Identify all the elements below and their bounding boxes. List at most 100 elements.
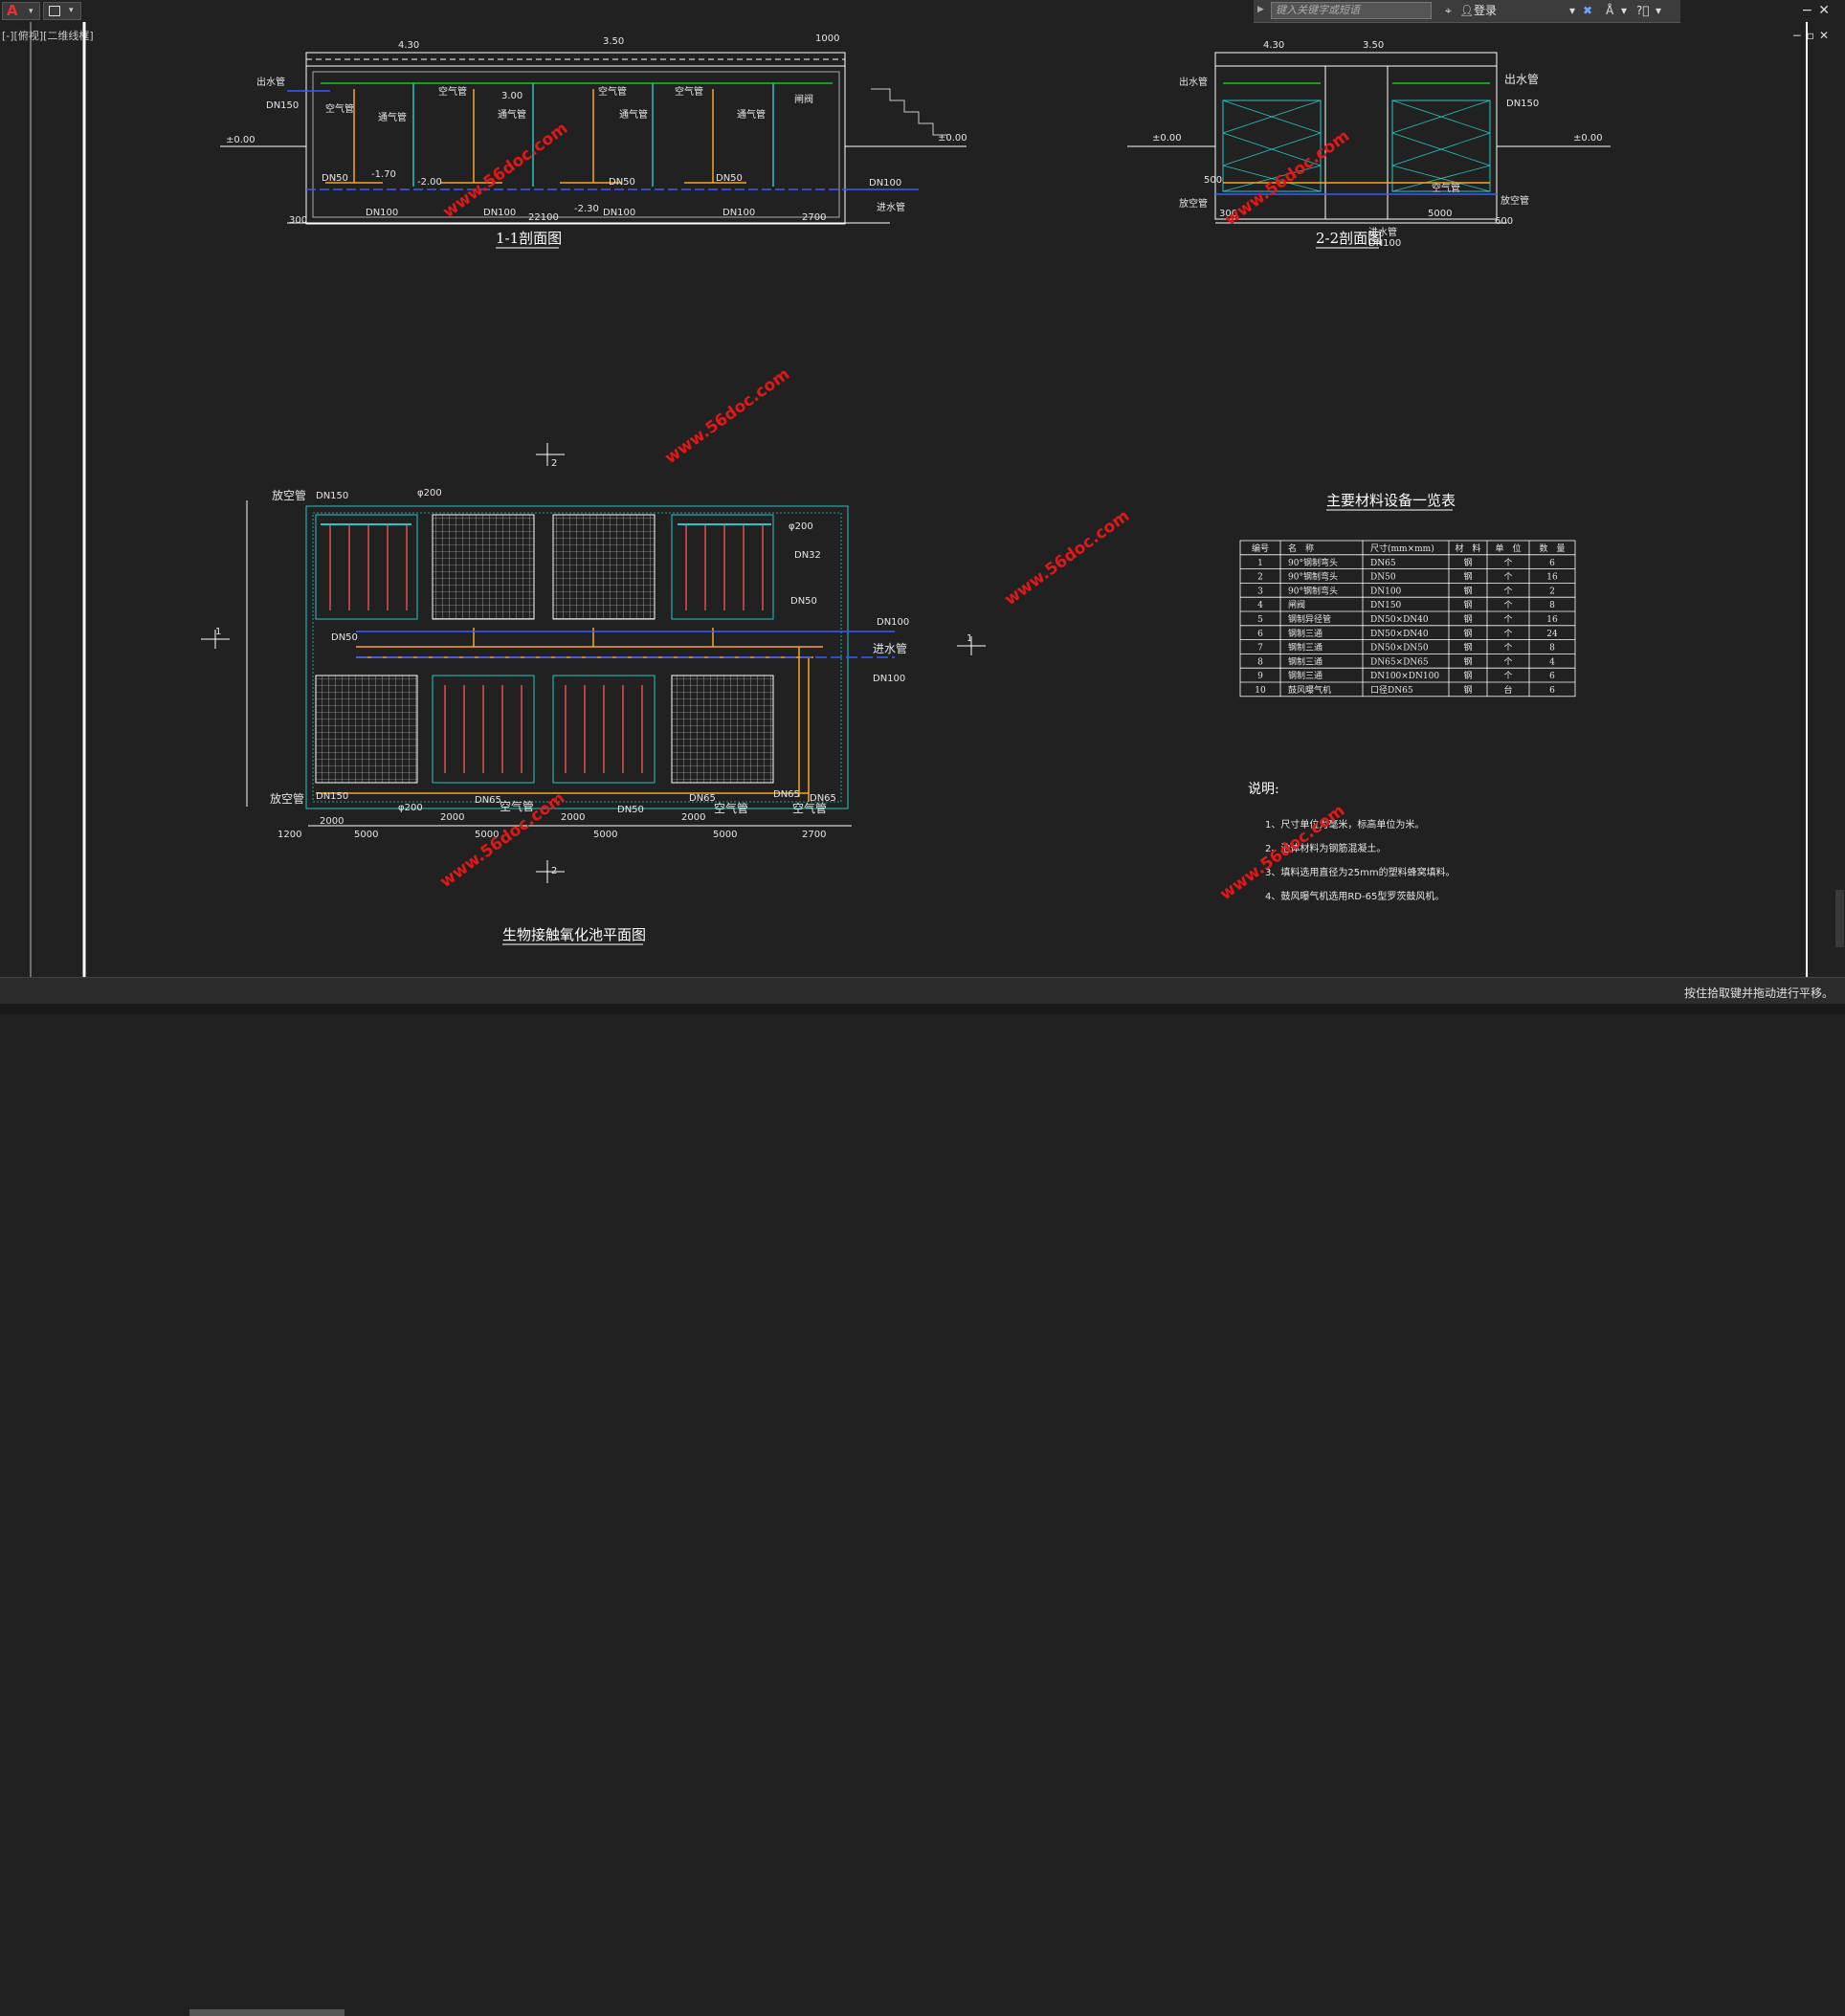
label-dn32: DN32 [794,550,821,561]
note-line: 4、鼓风曝气机选用RD-65型罗茨鼓风机。 [1265,890,1444,902]
horizontal-scrollbar[interactable] [189,2009,345,2016]
label-dn100-p2: DN100 [873,674,905,684]
label-dn50-p1: DN50 [790,596,817,607]
label-vent-pipe-2b: 放空管 [1500,194,1529,207]
table-cell: 个 [1503,656,1512,667]
viewport-label[interactable]: [-][俯视][二维线框] [2,30,94,42]
help-icon[interactable]: ?⃝ [1636,4,1650,17]
chevron-down-icon[interactable]: ▾ [1656,4,1662,17]
table-cell: 钢 [1463,670,1472,681]
table-cell: 钢制三通 [1288,642,1323,654]
table-cell: DN100×DN100 [1370,672,1439,681]
label-air-2-2: 空气管 [1432,182,1460,194]
label-inlet-1: 进水管 [877,201,905,213]
table-cell: 钢 [1463,599,1472,610]
chevron-down-icon: ▾ [69,6,74,15]
title-bar: A ▾ ▾ ▶ 键入关键字或短语 ⌖ 👤︎ 登录 ▾ ✖ Å ▾ ?⃝ ▾ −✕ [0,0,1845,23]
label-vent-pipe-3b: 放空管 [270,791,304,806]
table-cell: 4 [1549,657,1555,667]
level-zero-1b: ±0.00 [938,133,967,144]
section-mark-1b: 1 [967,633,972,644]
label-dn50-p2: DN50 [331,632,358,643]
note-line: 2、池体材料为钢筋混凝土。 [1265,842,1386,854]
label-air-p2: 空气管 [714,801,748,815]
level-zero-2a: ±0.00 [1152,133,1182,144]
label-dn50-p3: DN50 [617,805,644,815]
dim-2000-d: 2000 [681,812,705,823]
level-m170: -1.70 [371,169,396,180]
table-cell: 钢制三通 [1288,628,1323,639]
level-m200: -2.00 [417,177,442,188]
application-menu-button[interactable]: A ▾ [2,2,40,20]
section-1-1 [220,52,967,225]
exchange-icon[interactable]: ✖ [1583,4,1593,17]
label-dn100-5: DN100 [722,208,755,218]
label-dn150-3b: DN150 [316,791,348,802]
watermark-text: www.56doc.com [661,365,793,468]
label-air-4: 空气管 [675,85,703,98]
table-cell: 4 [1257,601,1263,610]
label-air-p3: 空气管 [792,801,827,815]
table-cell: 24 [1546,630,1558,639]
table-cell: 6 [1549,672,1555,681]
dim-1200: 1200 [278,830,301,840]
dim-5000-c: 5000 [593,830,617,840]
table-header-cell: 尺寸(mm×mm) [1370,543,1434,554]
label-dn50-2: DN50 [609,177,635,188]
login-button[interactable]: 登录 [1474,4,1498,17]
drawing-canvas[interactable]: 出水管 DN150 空气管 空气管 空气管 空气管 通气管 通气管 通气管 通气… [0,22,1845,977]
table-cell: 口径DN65 [1370,684,1413,696]
binoculars-icon[interactable]: ⌖ [1445,4,1452,17]
table-cell: 钢 [1463,628,1472,639]
table-cell: 9 [1257,672,1263,681]
table-cell: 个 [1503,558,1512,568]
table-cell: 台 [1503,684,1512,696]
table-cell: 8 [1549,644,1555,654]
section-mark-1a: 1 [215,627,221,637]
section-1-title: 1-1剖面图 [496,230,562,247]
label-dn100-2-2: DN100 [1368,238,1401,249]
label-dn150-3a: DN150 [316,491,348,501]
table-cell: 闸阀 [1288,600,1305,610]
section-mark-2a: 2 [551,458,557,469]
table-header-cell: 名 称 [1288,543,1314,554]
expand-arrow-icon[interactable]: ▶ [1257,5,1264,14]
user-icon[interactable]: 👤︎ [1459,4,1475,17]
section-2-2 [1127,52,1611,224]
table-header-cell: 编号 [1252,543,1269,554]
chevron-down-icon[interactable]: ▾ [1621,4,1628,17]
table-cell: 钢制异径管 [1288,613,1331,625]
table-cell: DN65 [1370,559,1396,568]
table-cell: 6 [1549,686,1555,696]
table-cell: DN50×DN40 [1370,615,1429,625]
table-cell: 10 [1255,686,1266,696]
label-air-2: 空气管 [438,85,467,98]
label-vent-pipe-3a: 放空管 [272,488,306,502]
table-cell: 3 [1257,587,1263,596]
window-controls[interactable]: −✕ [1801,3,1835,18]
table-cell: 个 [1503,600,1512,610]
table-cell: 7 [1257,644,1263,654]
search-input[interactable]: 键入关键字或短语 [1271,2,1432,19]
table-cell: 个 [1503,629,1512,639]
dim-300-1: 300 [289,215,307,226]
dim-2000-b: 2000 [440,812,464,823]
level-zero-1a: ±0.00 [226,135,256,145]
label-dn100-3: DN100 [483,208,516,218]
note-line: 3、填料选用直径为25mm的塑料蜂窝填料。 [1265,866,1456,878]
table-cell: 钢 [1463,642,1472,654]
label-phi200-c: φ200 [398,803,423,813]
drawing-window-controls[interactable]: −▫✕ [1791,29,1834,42]
table-cell: 钢 [1463,684,1472,696]
table-cell: DN100 [1370,587,1402,596]
status-message: 按住拾取键并拖动进行平移。 [1683,986,1834,1000]
app-store-icon[interactable]: Å [1606,4,1614,17]
label-vent-4: 通气管 [737,108,766,121]
table-cell: 个 [1503,586,1512,596]
chevron-down-icon[interactable]: ▾ [1569,4,1576,17]
note-line: 1、尺寸单位为毫米，标高单位为米。 [1265,818,1424,831]
table-header-cell: 单 位 [1495,543,1521,554]
vertical-scrollbar[interactable] [1835,890,1844,947]
watermark-text: www.56doc.com [1001,506,1133,609]
quick-access-button[interactable]: ▾ [43,2,81,20]
